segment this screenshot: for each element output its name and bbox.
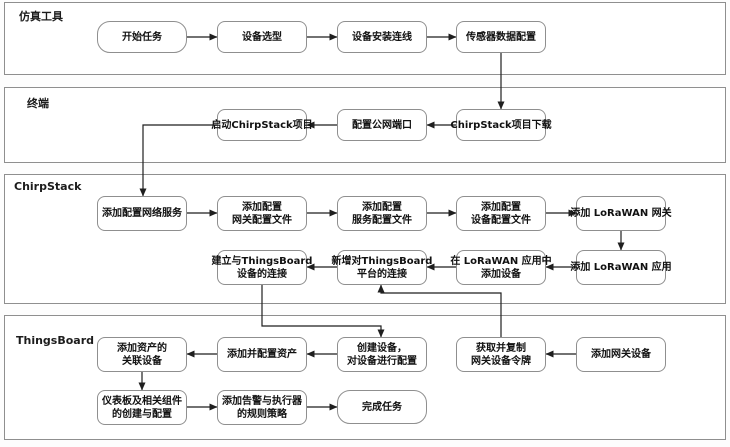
- node-finish: 完成任务: [337, 390, 427, 424]
- lane-label-thingsboard: ThingsBoard: [16, 334, 95, 347]
- node-network-service: 添加配置网络服务: [97, 196, 187, 231]
- node-add-lorawan-app: 添加 LoRaWAN 应用: [570, 250, 672, 285]
- node-create-device: 创建设备， 对设备进行配置: [337, 337, 427, 372]
- node-chirpstack-download: ChirpStack项目下载: [450, 109, 552, 141]
- lane-label-terminal: 终端: [27, 97, 49, 110]
- node-add-gateway-device: 添加网关设备: [576, 337, 666, 372]
- node-copy-gateway-token: 获取并复制 网关设备令牌: [456, 337, 546, 372]
- node-start-chirpstack: 启动ChirpStack项目: [211, 109, 313, 141]
- node-tb-device-connection: 建立与ThingsBoard 设备的连接: [212, 250, 312, 285]
- node-add-configure-asset: 添加并配置资产: [217, 337, 307, 372]
- node-start: 开始任务: [97, 21, 187, 53]
- node-device-install: 设备安装连线: [337, 21, 427, 53]
- node-public-port-config: 配置公网端口: [337, 109, 427, 141]
- node-device-profile: 添加配置 设备配置文件: [456, 196, 546, 231]
- node-device-selection: 设备选型: [217, 21, 307, 53]
- node-alarm-actuator-rules: 添加告警与执行器 的规则策略: [217, 390, 307, 425]
- node-add-lorawan-gateway: 添加 LoRaWAN 网关: [570, 196, 672, 231]
- node-add-device-in-app: 在 LoRaWAN 应用中 添加设备: [450, 250, 552, 285]
- node-asset-related-device: 添加资产的 关联设备: [97, 337, 187, 372]
- lane-label-simulation-tool: 仿真工具: [19, 10, 63, 23]
- node-service-profile: 添加配置 服务配置文件: [337, 196, 427, 231]
- node-gateway-profile: 添加配置 网关配置文件: [217, 196, 307, 231]
- node-new-tb-connection: 新增对ThingsBoard 平台的连接: [332, 250, 432, 285]
- node-dashboard-components: 仪表板及相关组件 的创建与配置: [97, 390, 187, 425]
- lane-label-chirpstack: ChirpStack: [14, 180, 82, 193]
- node-sensor-data-config: 传感器数据配置: [456, 21, 546, 53]
